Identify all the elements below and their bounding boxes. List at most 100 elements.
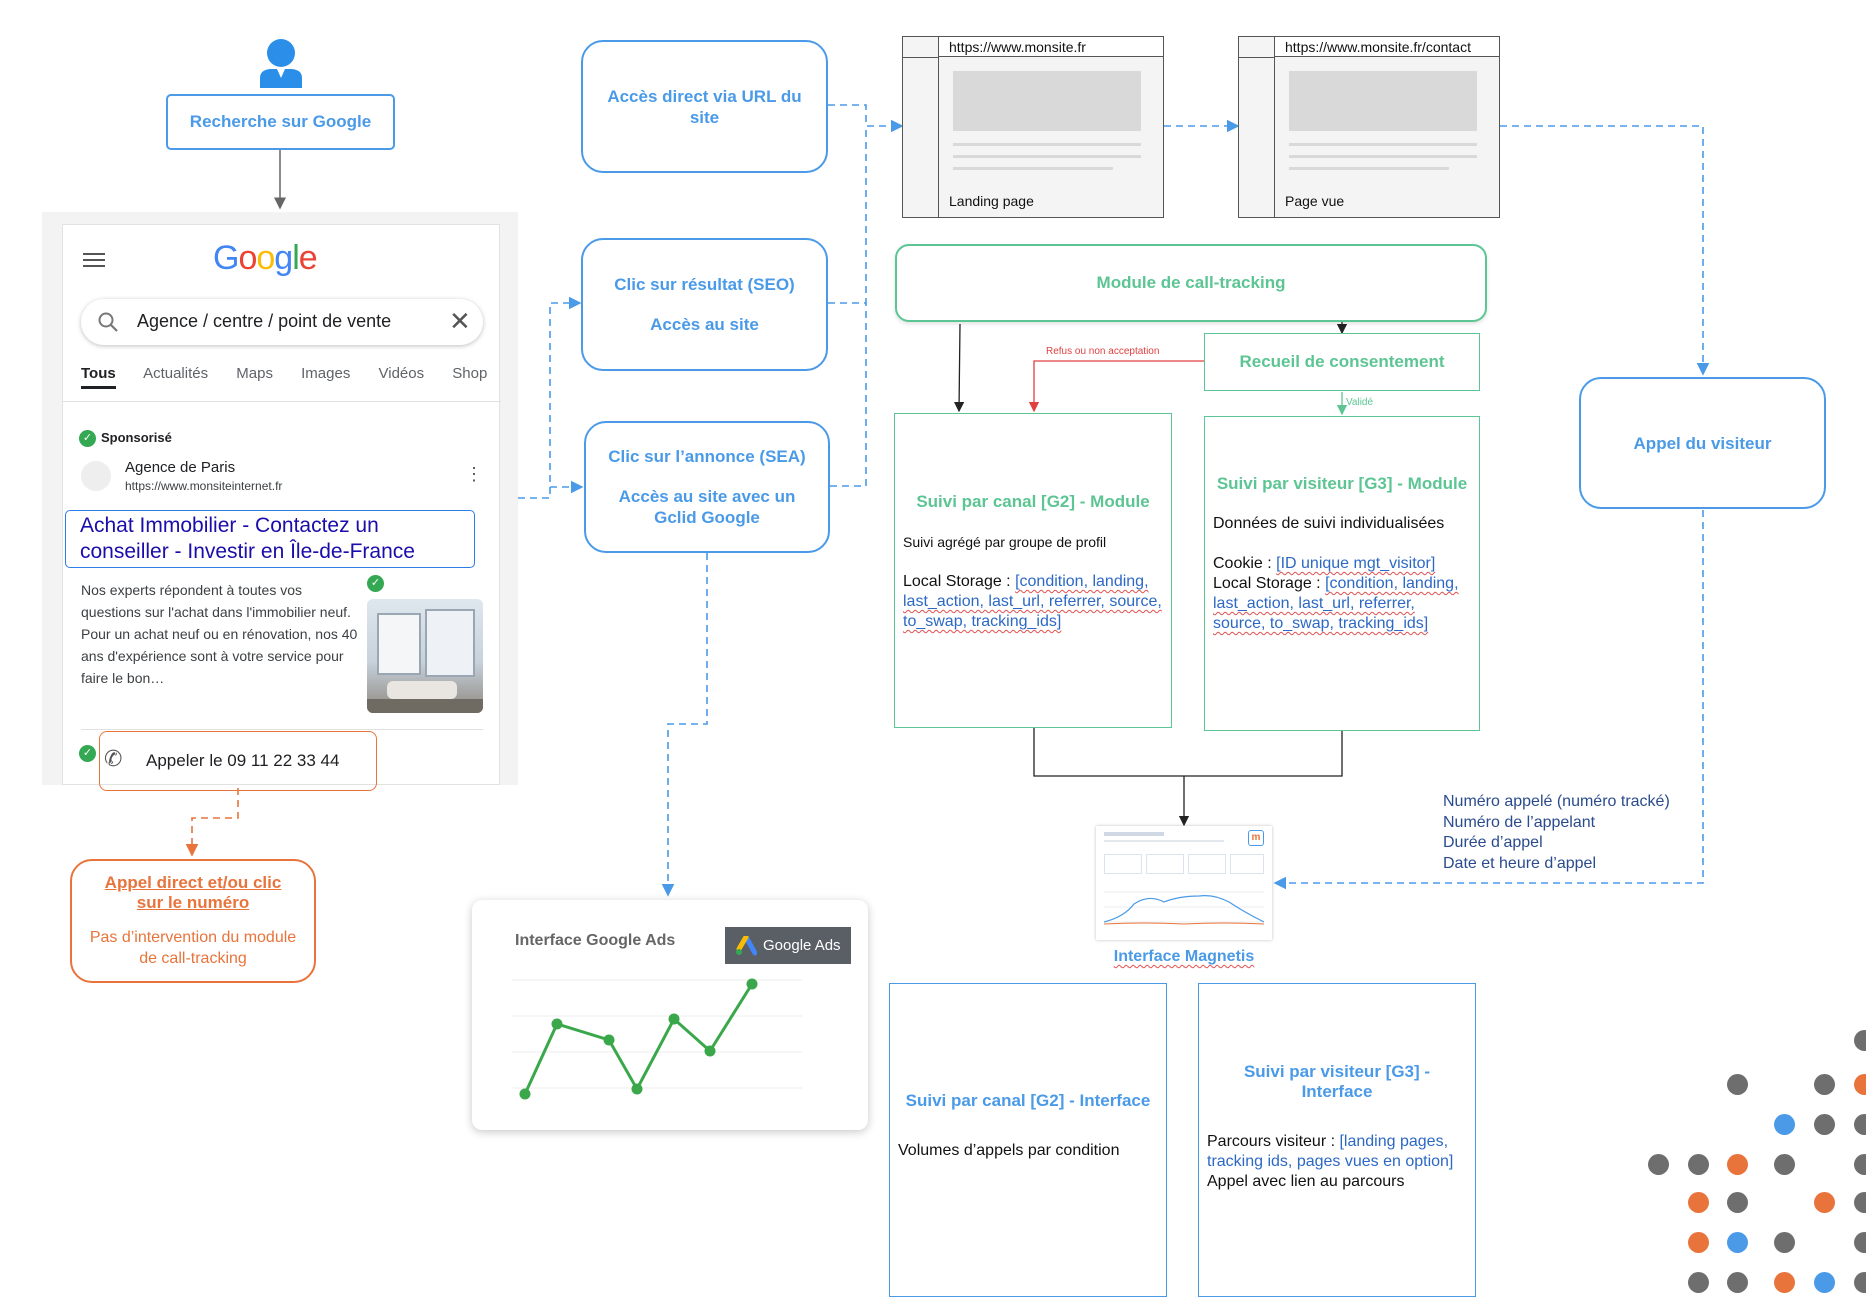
verified-check-icon: ✓ [79,430,96,447]
g3-interface-path: Parcours visiteur : [landing pages, trac… [1207,1132,1467,1172]
advertiser-favicon [81,461,111,491]
g2-module-title: Suivi par canal [G2] - Module [916,492,1150,511]
decorative-dots [1630,1030,1866,1314]
chart-point [551,1018,563,1030]
seo-click-subtitle: Accès au site [650,315,759,334]
more-options-icon[interactable]: ⋮ [465,464,483,484]
g3-module-panel: Suivi par visiteur [G3] - Module Données… [1204,416,1480,731]
tab-tous[interactable]: Tous [81,365,116,389]
g2-module-panel: Suivi par canal [G2] - Module Suivi agré… [894,413,1172,728]
g2-module-local-storage: Local Storage : [condition, landing, las… [903,572,1163,632]
google-ads-badge-label: Google Ads [763,937,841,954]
tab-maps[interactable]: Maps [236,365,273,382]
contact-page-label: Page vue [1285,193,1345,209]
call-tracking-module: Module de call-tracking [895,244,1487,322]
landing-page-hero [953,71,1141,131]
g3-path-value: [landing pages, tracking ids, pages vues… [1207,1133,1454,1170]
sea-click-subtitle: Accès au site avec un Gclid Google [618,487,796,527]
g3-module-local-storage: Local Storage : [condition, landing, las… [1213,574,1471,634]
landing-page-line [953,167,1113,170]
chart-point [603,1034,615,1046]
google-search-label: Recherche sur Google [189,112,372,131]
phone-icon: ✆ [104,746,123,771]
search-input[interactable]: Agence / centre / point de vente [137,311,392,331]
landing-page-label: Landing page [949,193,1034,209]
consent-refused-label: Refus ou non acceptation [1046,346,1160,357]
visitor-person-icon [260,39,302,88]
tab-videos[interactable]: Vidéos [378,365,425,382]
contact-page-line [1289,143,1477,146]
contact-page-hero [1289,71,1477,131]
landing-page-sidebar [903,37,939,217]
call-button-label: Appeler le 09 11 22 33 44 [146,751,340,770]
g2-interface-title: Suivi par canal [G2] - Interface [905,1091,1151,1110]
contact-page-mockup: https://www.monsite.fr/contact Page vue [1238,36,1500,218]
g3-path-label: Parcours visiteur : [1207,1133,1340,1150]
call-data-item: Numéro de l’appelant [1443,813,1596,831]
g3-ls-label: Local Storage : [1213,575,1326,592]
call-data-item: Numéro appelé (numéro tracké) [1443,793,1670,810]
google-search-box: Recherche sur Google [166,94,395,150]
chart-point [704,1045,716,1057]
tab-actualites[interactable]: Actualités [143,365,209,382]
tab-shop[interactable]: Shop [452,365,488,382]
g3-module-cookie: Cookie : [ID unique mgt_visitor] [1213,554,1471,574]
landing-page-url: https://www.monsite.fr [939,37,1163,57]
g3-cookie-value: [ID unique mgt_visitor] [1276,555,1436,572]
chart-point [631,1083,643,1095]
consent-validated-label: Validé [1346,397,1374,408]
direct-call-title: Appel direct et/ou clic sur le numéro [104,873,282,912]
clear-icon[interactable]: ✕ [449,306,471,336]
google-search-bar[interactable]: Agence / centre / point de vente ✕ [81,299,483,345]
contact-page-sidebar [1239,37,1275,217]
g3-module-title: Suivi par visiteur [G3] - Module [1216,474,1468,493]
direct-url-access-box: Accès direct via URL du site [581,40,828,173]
magnetis-thumbnail: m [1096,826,1272,940]
g2-module-description: Suivi agrégé par groupe de profil [903,534,1107,550]
g3-interface-panel: Suivi par visiteur [G3] - Interface Parc… [1198,983,1476,1297]
google-ads-badge: Google Ads [725,927,851,964]
landing-page-line [953,155,1141,158]
ad-title-link[interactable]: Achat Immobilier - Contactez un conseill… [65,510,475,568]
advertiser-name: Agence de Paris [125,459,236,476]
google-ads-logo-icon [736,936,757,956]
google-results-mockup: Google Agence / centre / point de vente … [42,212,518,791]
g2-ls-value: [condition, landing, last_action, last_u… [903,573,1162,630]
call-tracking-module-title: Module de call-tracking [1096,273,1286,292]
chart-point [746,978,758,990]
tab-images[interactable]: Images [301,365,351,382]
seo-click-title: Clic sur résultat (SEO) [614,275,795,294]
chart-point [668,1013,680,1025]
ad-description: Nos experts répondent à toutes vos quest… [81,582,358,686]
consent-box: Recueil de consentement [1204,333,1480,391]
consent-label: Recueil de consentement [1239,352,1445,371]
search-icon [98,312,118,332]
magnetis-logo-icon: m [1248,830,1264,846]
g3-interface-call-link: Appel avec lien au parcours [1207,1173,1405,1190]
g2-ls-label: Local Storage : [903,573,1016,590]
verified-check-icon-3: ✓ [79,745,96,762]
seo-click-box: Clic sur résultat (SEO) Accès au site [581,238,828,371]
magnetis-label: Interface Magnetis [1108,948,1260,966]
verified-check-icon-2: ✓ [367,575,384,592]
ad-thumbnail-image [367,599,483,713]
visitor-call-label: Appel du visiteur [1633,433,1772,453]
search-tabs: Tous Actualités Maps Images Vidéos Shop [81,365,501,391]
sponsored-label: Sponsorisé [101,430,172,445]
result-divider [81,729,483,730]
visitor-call-box: Appel du visiteur [1579,377,1826,509]
contact-page-line [1289,167,1449,170]
landing-page-line [953,143,1141,146]
google-results-card: Google Agence / centre / point de vente … [62,224,501,791]
magnetis-mini-chart [1104,891,1264,925]
call-button[interactable]: ✆ Appeler le 09 11 22 33 44 [99,731,377,791]
sea-click-box: Clic sur l’annonce (SEA) Accès au site a… [584,421,830,553]
menu-icon[interactable] [83,253,105,267]
direct-call-box: Appel direct et/ou clic sur le numéro Pa… [70,859,316,983]
g3-cookie-label: Cookie : [1213,555,1277,572]
advertiser-url[interactable]: https://www.monsiteinternet.fr [125,479,283,493]
tabs-divider [63,401,501,402]
call-data-item: Durée d’appel [1443,834,1543,851]
direct-call-subtitle: Pas d’intervention du module de call-tra… [89,929,297,967]
